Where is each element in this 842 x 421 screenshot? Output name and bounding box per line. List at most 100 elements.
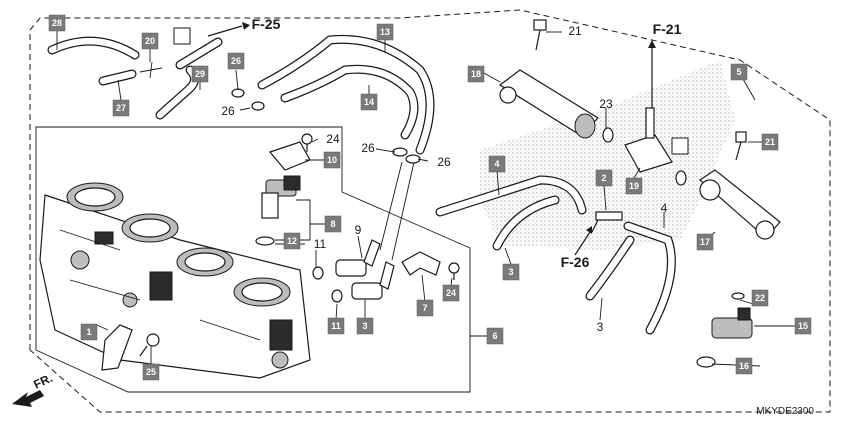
o-ring-11-bottom: [331, 289, 343, 303]
callout-8: 8: [324, 215, 342, 233]
callout-1: 1: [80, 323, 98, 341]
callout-21-top: 21: [568, 24, 582, 38]
svg-text:4: 4: [494, 159, 499, 169]
bolt-24-right: [448, 262, 460, 280]
bolt-21-right: [735, 131, 747, 161]
callout-25: 25: [142, 363, 160, 381]
svg-text:8: 8: [330, 219, 335, 229]
group-outline-right: [29, 9, 831, 413]
callout-11-bottom: 11: [327, 317, 345, 335]
svg-text:2: 2: [601, 173, 606, 183]
svg-text:21: 21: [765, 137, 775, 147]
svg-text:26: 26: [231, 56, 241, 66]
ref-label-f21: F-21: [653, 21, 682, 37]
callout-26-bracket: 26: [227, 52, 245, 70]
callout-6: 6: [486, 327, 504, 345]
bracket-10: [268, 141, 311, 171]
cushion-16: [696, 356, 716, 368]
svg-text:16: 16: [739, 361, 749, 371]
throttle-body-group-outline: [35, 126, 471, 393]
svg-text:12: 12: [287, 236, 297, 246]
throttle-body-assembly: [39, 182, 311, 379]
hose-connector-tubes: [379, 161, 415, 261]
front-label: FR.: [31, 371, 54, 392]
callout-7: 7: [416, 299, 434, 317]
blank-ref-box-right: [671, 137, 689, 155]
svg-text:11: 11: [331, 321, 341, 331]
callout-3-lower-box: 3: [502, 263, 520, 281]
clip-26-pair: [392, 147, 421, 164]
callout-20: 20: [141, 32, 159, 50]
svg-text:20: 20: [145, 36, 155, 46]
callout-18: 18: [467, 65, 485, 83]
callout-17: 17: [696, 233, 714, 251]
callout-10: 10: [323, 151, 341, 169]
callout-16: 16: [735, 357, 753, 375]
ref-label-f26: F-26: [561, 254, 590, 270]
hose-27: [98, 69, 137, 86]
hose-28: [47, 36, 140, 60]
svg-text:19: 19: [629, 181, 639, 191]
callout-15: 15: [794, 317, 812, 335]
fuel-rail-17: [699, 169, 781, 240]
callout-13: 13: [376, 23, 394, 41]
hose-3-lower: [585, 235, 635, 301]
hose-4-lower: [623, 221, 676, 335]
ref-label-f25: F-25: [252, 16, 281, 32]
svg-text:25: 25: [146, 367, 156, 377]
callout-14: 14: [360, 93, 378, 111]
callout-29: 29: [191, 65, 209, 83]
svg-text:22: 22: [755, 293, 765, 303]
callout-12: 12: [283, 232, 301, 250]
callout-23: 23: [599, 97, 613, 111]
callout-21-right: 21: [761, 133, 779, 151]
svg-text:28: 28: [52, 18, 62, 28]
hose-29: [155, 37, 223, 120]
svg-text:3: 3: [508, 267, 513, 277]
hose-14: [280, 64, 419, 140]
clip-26-left: [231, 88, 265, 111]
injector-15: [711, 307, 753, 339]
sensor-8: [261, 175, 301, 219]
callout-3-box: 3: [356, 317, 374, 335]
blank-ref-box-top: [173, 27, 191, 45]
screw-24-top: [301, 133, 313, 152]
svg-text:24: 24: [446, 288, 456, 298]
callout-2: 2: [595, 169, 613, 187]
o-ring-12: [255, 236, 275, 246]
callout-4-text: 4: [661, 201, 668, 215]
callout-5: 5: [730, 63, 748, 81]
callout-24-top: 24: [326, 132, 340, 146]
callout-28: 28: [48, 14, 66, 32]
o-ring-11-top: [312, 266, 324, 280]
callout-22: 22: [751, 289, 769, 307]
fuel-pipe-19: [624, 58, 673, 173]
svg-text:27: 27: [116, 103, 126, 113]
callout-27: 27: [112, 99, 130, 117]
callout-26-text: 26: [221, 104, 235, 118]
fuel-rail-18: [498, 69, 599, 139]
svg-text:3: 3: [362, 321, 367, 331]
hose-3-upper: [492, 195, 560, 251]
joint-20: [139, 61, 163, 79]
svg-text:10: 10: [327, 155, 337, 165]
hose-4-upper: [435, 175, 587, 217]
hose-13: [257, 34, 435, 155]
front-direction-arrow: FR.: [12, 371, 55, 407]
joint-2: [591, 211, 623, 233]
seal-22: [731, 292, 745, 300]
ref-arrow-f25: F-25: [207, 16, 281, 37]
svg-text:15: 15: [798, 321, 808, 331]
svg-text:17: 17: [700, 237, 710, 247]
svg-text:5: 5: [736, 67, 741, 77]
o-ring-near-19: [675, 170, 687, 186]
ref-arrow-f26: F-26: [561, 226, 592, 270]
svg-text:18: 18: [471, 69, 481, 79]
callout-26-left: 26: [361, 141, 375, 155]
bolt-21-top: [533, 19, 547, 51]
ref-arrow-f21: F-21: [648, 21, 682, 58]
fitting-9-top: [335, 239, 381, 277]
callout-3-text: 3: [597, 320, 604, 334]
callout-9: 9: [355, 223, 362, 237]
